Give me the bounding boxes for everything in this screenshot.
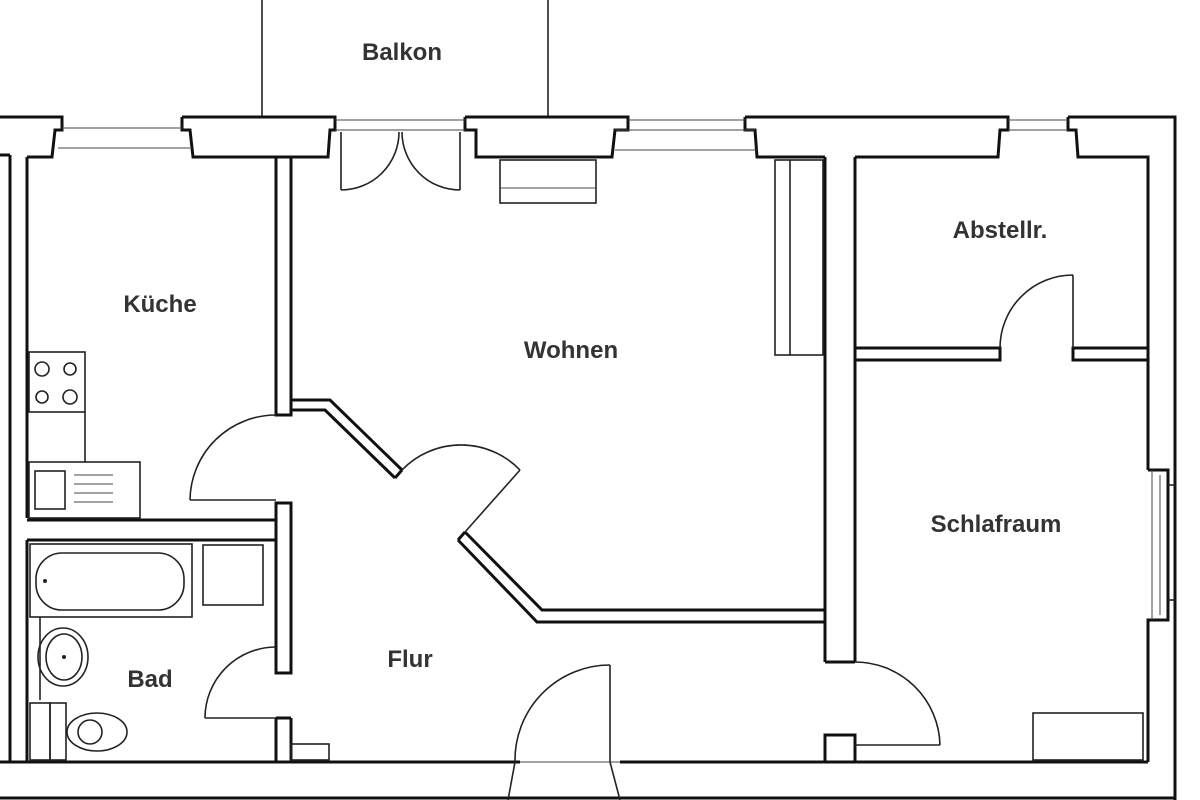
door-storage[interactable] xyxy=(999,274,1074,349)
stove-icon xyxy=(28,351,86,462)
door-balcony[interactable] xyxy=(340,131,461,191)
room-label-wohnen: Wohnen xyxy=(524,337,618,364)
door-kitchen[interactable] xyxy=(189,414,277,501)
washing-machine-icon xyxy=(202,544,264,606)
wardrobe-icon xyxy=(774,159,824,356)
wall-kitchen-bath xyxy=(27,518,276,542)
wall-living-bedroom xyxy=(823,157,857,762)
room-label-abstellraum: Abstellr. xyxy=(953,217,1048,244)
room-label-kueche: Küche xyxy=(123,291,196,318)
door-bath[interactable] xyxy=(204,646,277,719)
room-label-flur: Flur xyxy=(387,646,432,673)
wall-diagonal xyxy=(291,398,825,624)
bedroom-cabinet-icon xyxy=(1032,712,1144,761)
outer-wall-bottom xyxy=(0,760,1175,800)
bathtub-icon xyxy=(29,543,193,618)
door-bedroom[interactable] xyxy=(854,661,941,746)
wall-kitchen-living xyxy=(274,155,330,762)
door-entrance[interactable] xyxy=(507,664,621,800)
outer-wall-left xyxy=(8,155,29,762)
room-label-bad: Bad xyxy=(127,666,172,693)
sink-icon xyxy=(28,461,141,519)
wall-storage xyxy=(855,346,1148,362)
balcony-outline xyxy=(261,0,549,117)
washbasin-icon xyxy=(37,617,89,700)
door-living[interactable] xyxy=(401,444,521,533)
room-label-balkon: Balkon xyxy=(362,39,442,66)
outer-wall-top xyxy=(0,115,1177,800)
window-right xyxy=(1146,468,1175,762)
toilet-icon xyxy=(29,702,128,761)
room-label-schlafraum: Schlafraum xyxy=(931,511,1062,538)
radiator-icon xyxy=(499,159,597,204)
